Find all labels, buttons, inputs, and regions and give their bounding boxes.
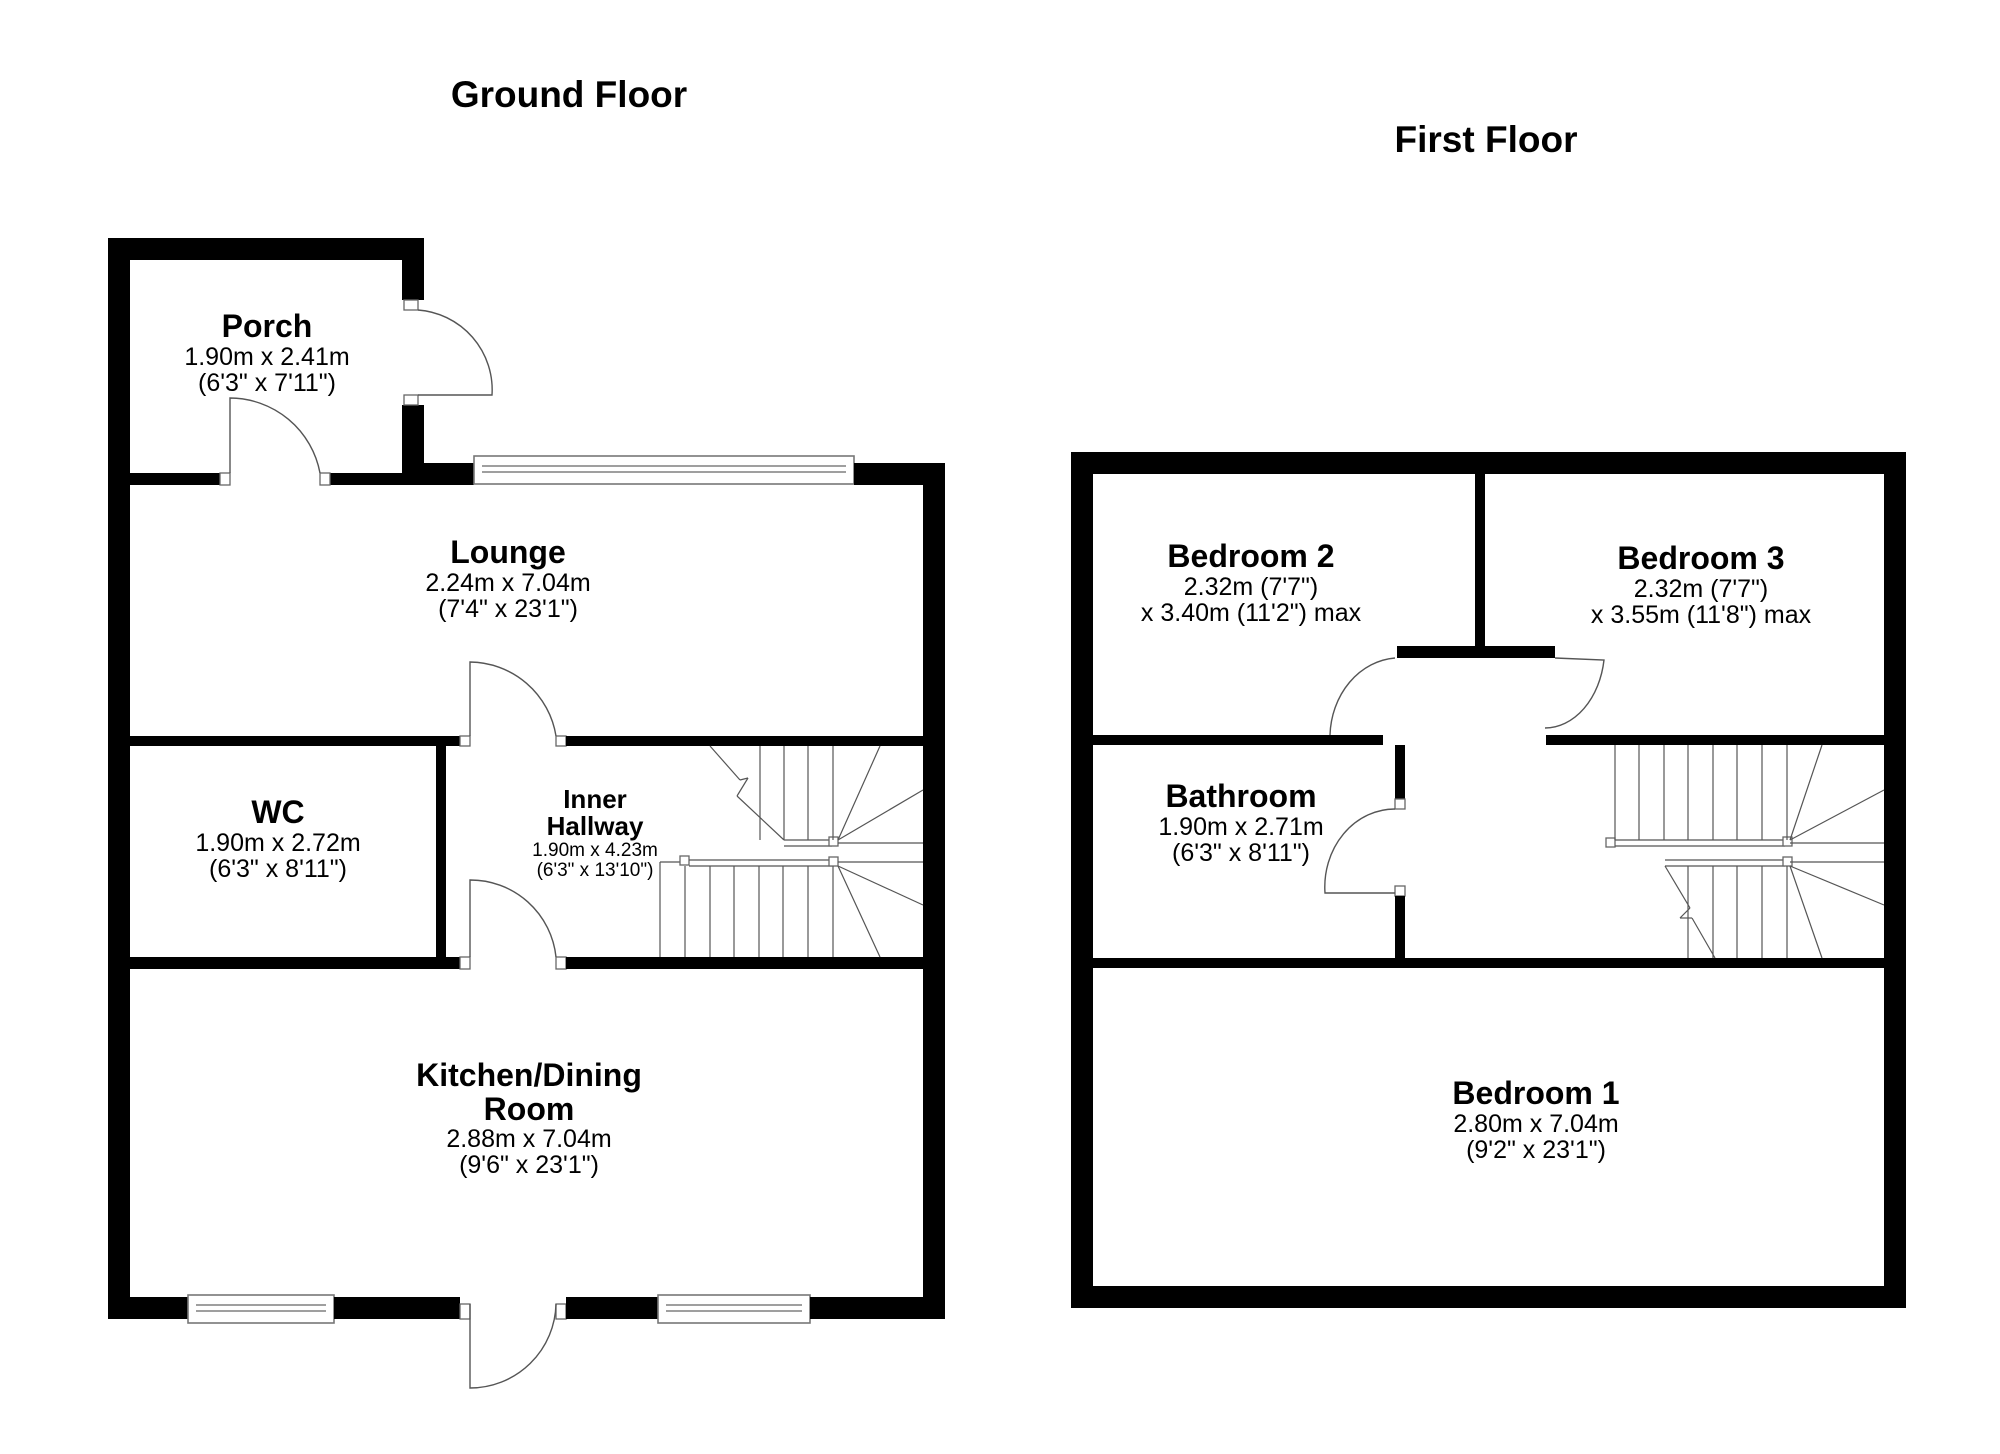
room-dims: 1.90m x 2.72m [195,828,361,857]
ground-left-wall [108,238,130,1319]
lounge-hall-door[interactable] [469,661,557,737]
porch-door-jamb [403,299,419,311]
bedroom3-door[interactable] [1544,657,1605,729]
kitchen-door-jamb [555,956,567,970]
room-label-bedroom-1: Bedroom 1 2.80m x 7.04m (9'2" x 23'1") [1452,1075,1620,1164]
room-dims-imperial: (9'6" x 23'1") [459,1151,599,1180]
first-floor-plan [1071,452,1906,1308]
hall-door-jamb [459,735,471,747]
porch-lounge-wall-left [130,473,220,485]
room-name: Bedroom 2 [1167,538,1335,574]
bath-landing-wall-upper [1395,745,1405,799]
back-door-jamb [555,1303,567,1320]
hall-kitchen-door[interactable] [469,879,557,958]
room-dims: 2.32m (7'7") [1183,572,1319,601]
hall-door-jamb [555,735,567,747]
room-dims: 2.88m x 7.04m [446,1125,612,1154]
room-label-porch: Porch 1.90m x 2.41m (6'3" x 7'11") [184,308,350,397]
room-label-bathroom: Bathroom 1.90m x 2.71m (6'3" x 8'11") [1158,778,1324,867]
landing-header-wall [1397,646,1555,658]
room-dims-extra: x 3.55m (11'8") max [1590,600,1812,629]
kitchen-bottom-wall [334,1297,460,1319]
room-dims-imperial: (6'3" x 13'10") [536,859,654,881]
wc-hall-wall [436,746,446,961]
room-dims-extra: x 3.40m (11'2") max [1140,598,1362,627]
bed1-wall [1093,958,1884,968]
kitchen-back-door[interactable] [469,1303,557,1389]
room-dims: 1.90m x 2.41m [184,342,350,371]
bedroom2-door[interactable] [1329,657,1396,736]
wc-kitchen-wall [130,957,460,969]
room-dims-imperial: (6'3" x 8'11") [1171,838,1311,867]
ground-floor-staircase [659,745,924,958]
room-name-line2: Hallway [546,811,644,842]
bath-landing-wall-lower [1395,896,1405,958]
room-label-wc: WC 1.90m x 2.72m (6'3" x 8'11") [195,794,361,883]
room-name: WC [251,794,305,830]
porch-front-door[interactable] [417,309,493,396]
hall-kitchen-wall [566,957,923,969]
lounge-top-wall-right [854,463,945,485]
bed3-stair-wall [1546,735,1884,745]
room-name: Lounge [450,534,566,570]
porch-inner-door-jamb [219,472,231,486]
kitchen-window-left [187,1294,335,1324]
porch-top-wall [108,238,424,260]
room-dims: 1.90m x 2.71m [1158,812,1324,841]
room-label-lounge: Lounge 2.24m x 7.04m (7'4" x 23'1") [425,534,591,623]
bath-door-jamb [1394,798,1406,810]
porch-inner-door-jamb [319,472,331,486]
room-name-line1: Kitchen/Dining [416,1057,642,1093]
room-label-kitchen-dining: Kitchen/Dining Room 2.88m x 7.04m (9'6" … [416,1057,642,1180]
back-door-jamb [459,1303,471,1320]
first-left-wall [1071,452,1093,1308]
first-top-wall [1071,452,1906,474]
first-bottom-wall [1071,1286,1906,1308]
room-dims-imperial: (6'3" x 8'11") [208,854,348,883]
room-name: Porch [221,308,313,344]
room-label-inner-hallway: Inner Hallway 1.90m x 4.23m (6'3" x 13'1… [532,784,658,881]
ground-right-wall [923,463,945,1319]
porch-door-jamb [403,394,419,406]
porch-right-wall-lower [402,405,424,475]
porch-inner-door[interactable] [229,397,321,474]
kitchen-bottom-wall [810,1297,945,1319]
bath-door-jamb [1394,885,1406,897]
ground-floor-plan [108,238,945,1389]
kitchen-bottom-wall [566,1297,658,1319]
lounge-top-wall-left [424,463,474,485]
room-label-bedroom-3: Bedroom 3 2.32m (7'7") x 3.55m (11'8") m… [1590,540,1812,629]
lounge-hall-wall [566,736,923,746]
room-dims-imperial: (7'4" x 23'1") [438,594,578,623]
first-right-wall [1884,452,1906,1308]
room-dims: 2.24m x 7.04m [425,568,591,597]
ground-floor-title: Ground Floor [450,74,688,115]
kitchen-bottom-wall [108,1297,188,1319]
room-dims-imperial: (6'3" x 7'11") [197,368,337,397]
room-name: Bathroom [1165,778,1317,814]
room-dims: 2.32m (7'7") [1633,574,1769,603]
room-name: Bedroom 3 [1617,540,1785,576]
room-name-line2: Room [483,1090,575,1127]
porch-right-wall-upper [402,238,424,300]
room-dims: 1.90m x 4.23m [532,839,658,861]
kitchen-door-jamb [459,956,471,970]
room-dims-imperial: (9'2" x 23'1") [1466,1135,1606,1164]
lounge-window [473,455,855,485]
room-dims: 2.80m x 7.04m [1453,1109,1619,1138]
room-label-bedroom-2: Bedroom 2 2.32m (7'7") x 3.40m (11'2") m… [1140,538,1362,627]
porch-lounge-wall-right [330,473,424,485]
first-floor-staircase [1605,744,1885,959]
bed2-bed3-wall [1475,474,1485,652]
bed2-bath-wall [1093,735,1383,745]
lounge-wc-wall [130,736,460,746]
bathroom-door[interactable] [1324,808,1396,894]
first-floor-title: First Floor [1394,119,1578,160]
room-name-line1: Inner [563,784,627,814]
kitchen-window-right [657,1294,811,1324]
room-name: Bedroom 1 [1452,1075,1620,1111]
